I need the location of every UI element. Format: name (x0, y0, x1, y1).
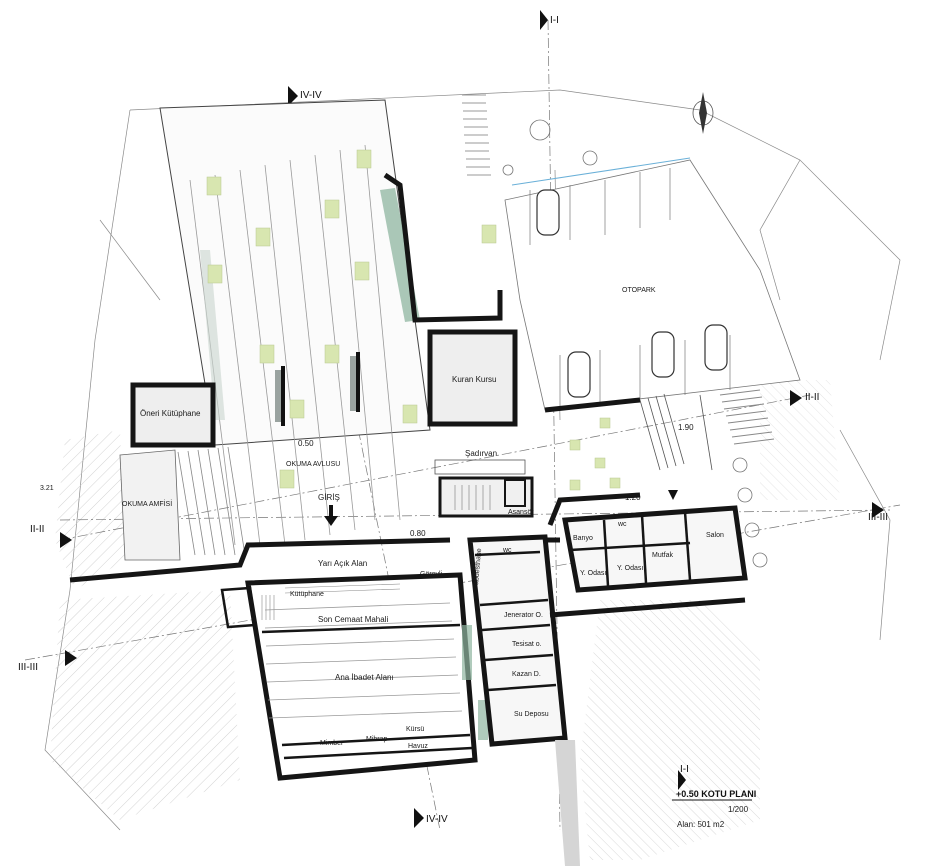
section-marker-iv-top: IV-IV (288, 86, 322, 106)
banyo-label: Banyo (573, 535, 593, 542)
y-odasi-2-label: Y. Odası (617, 565, 643, 572)
section-label: II-II (805, 392, 819, 403)
kutuphane-small-label: Kütüphane (290, 591, 324, 598)
abdesthane-label: abdesthane (473, 548, 483, 585)
gorevli-label: Görevli (420, 571, 443, 578)
residence-block: Banyo wc Y. Odası Y. Odası Mutfak Salon (562, 490, 748, 593)
ramp-stripes (462, 94, 491, 176)
level-080: 0.80 (410, 529, 426, 538)
tesisat-label: Tesisat o. (512, 641, 542, 648)
library-label: Öneri Kütüphane (140, 409, 201, 418)
mihrap-label: Mihrap (366, 736, 388, 743)
section-marker-i-top: I-I (540, 10, 559, 30)
elevator-block: Asansör (438, 476, 534, 518)
parking-area: OTOPARK (504, 157, 801, 411)
kursu-label: Kürsü (406, 726, 424, 733)
courtyard-label: OKUMA AVLUSU (286, 461, 340, 468)
section-label: I-I (550, 15, 559, 26)
reading-amphitheatre: OKUMA AMFİSİ (119, 446, 246, 561)
plan-area: Alan: 501 m2 (677, 820, 725, 829)
reading-courtyard (159, 99, 503, 546)
level-050: 0.50 (298, 439, 314, 448)
section-label: III-III (18, 662, 38, 673)
section-marker-iv-bottom: IV-IV (414, 808, 448, 828)
north-arrow-icon (692, 92, 714, 134)
kuran-kursu-label: Kuran Kursu (452, 375, 496, 384)
asansor-label: Asansör (508, 509, 534, 516)
section-label: I-I (680, 764, 689, 775)
title-block: +0.50 KOTU PLANI 1/200 Alan: 501 m2 (672, 789, 756, 829)
crosswalk (719, 389, 775, 445)
y-odasi-1-label: Y. Odası (580, 570, 606, 577)
kazan-label: Kazan D. (512, 671, 541, 678)
level-190: 1.90 (678, 423, 694, 432)
east-stairs (639, 393, 713, 471)
plan-title: +0.50 KOTU PLANI (676, 789, 756, 799)
kuran-kursu-building: Kuran Kursu (427, 329, 518, 427)
entrance-arrow-icon (324, 505, 338, 526)
havuz-label: Havuz (408, 743, 428, 750)
yari-acik-alan-label: Yarı Açık Alan (318, 559, 367, 568)
library-building: Öneri Kütüphane (130, 382, 216, 448)
salon-label: Salon (706, 532, 724, 539)
mimber-label: Mimber (320, 740, 344, 747)
level-321: 3.21 (40, 485, 54, 492)
service-block: abdesthane wc Jenerator O. Tesisat o. Ka… (467, 534, 568, 747)
section-label: III-III (868, 512, 888, 523)
amphitheatre-label: OKUMA AMFİSİ (122, 499, 172, 508)
sadirvan-label: Şadırvan (465, 449, 497, 458)
road-shadow (555, 740, 580, 866)
section-marker-iii-left: III-III (18, 650, 77, 673)
mutfak-label: Mutfak (652, 552, 674, 559)
section-marker-i-bottom: I-I (678, 764, 689, 790)
jenerator-label: Jenerator O. (504, 612, 543, 619)
section-marker-ii-left: II-II (30, 524, 72, 548)
section-marker-ii-right: II-II (790, 390, 819, 406)
section-marker-iii-right: III-III (868, 502, 888, 523)
residence-entry-arrow-icon (668, 490, 678, 500)
giris-label: GİRİŞ (318, 493, 340, 502)
section-label: II-II (30, 524, 44, 535)
su-deposu-label: Su Deposu (514, 711, 549, 718)
terrain-hatch (50, 380, 840, 860)
wc2-label: wc (617, 521, 627, 528)
sadirvan: Şadırvan (434, 449, 526, 475)
son-cemaat-label: Son Cemaat Mahali (318, 615, 388, 624)
plan-scale: 1/200 (728, 805, 749, 814)
otopark-label: OTOPARK (622, 287, 656, 294)
wc-label: wc (502, 547, 512, 554)
section-label: IV-IV (300, 90, 322, 101)
tree-icons (502, 119, 768, 568)
ana-ibadet-label: Ana İbadet Alanı (335, 673, 394, 682)
east-planters (569, 417, 621, 491)
prayer-hall: Kütüphane Görevli Son Cemaat Mahali Ana … (220, 571, 488, 781)
section-label: IV-IV (426, 814, 448, 825)
